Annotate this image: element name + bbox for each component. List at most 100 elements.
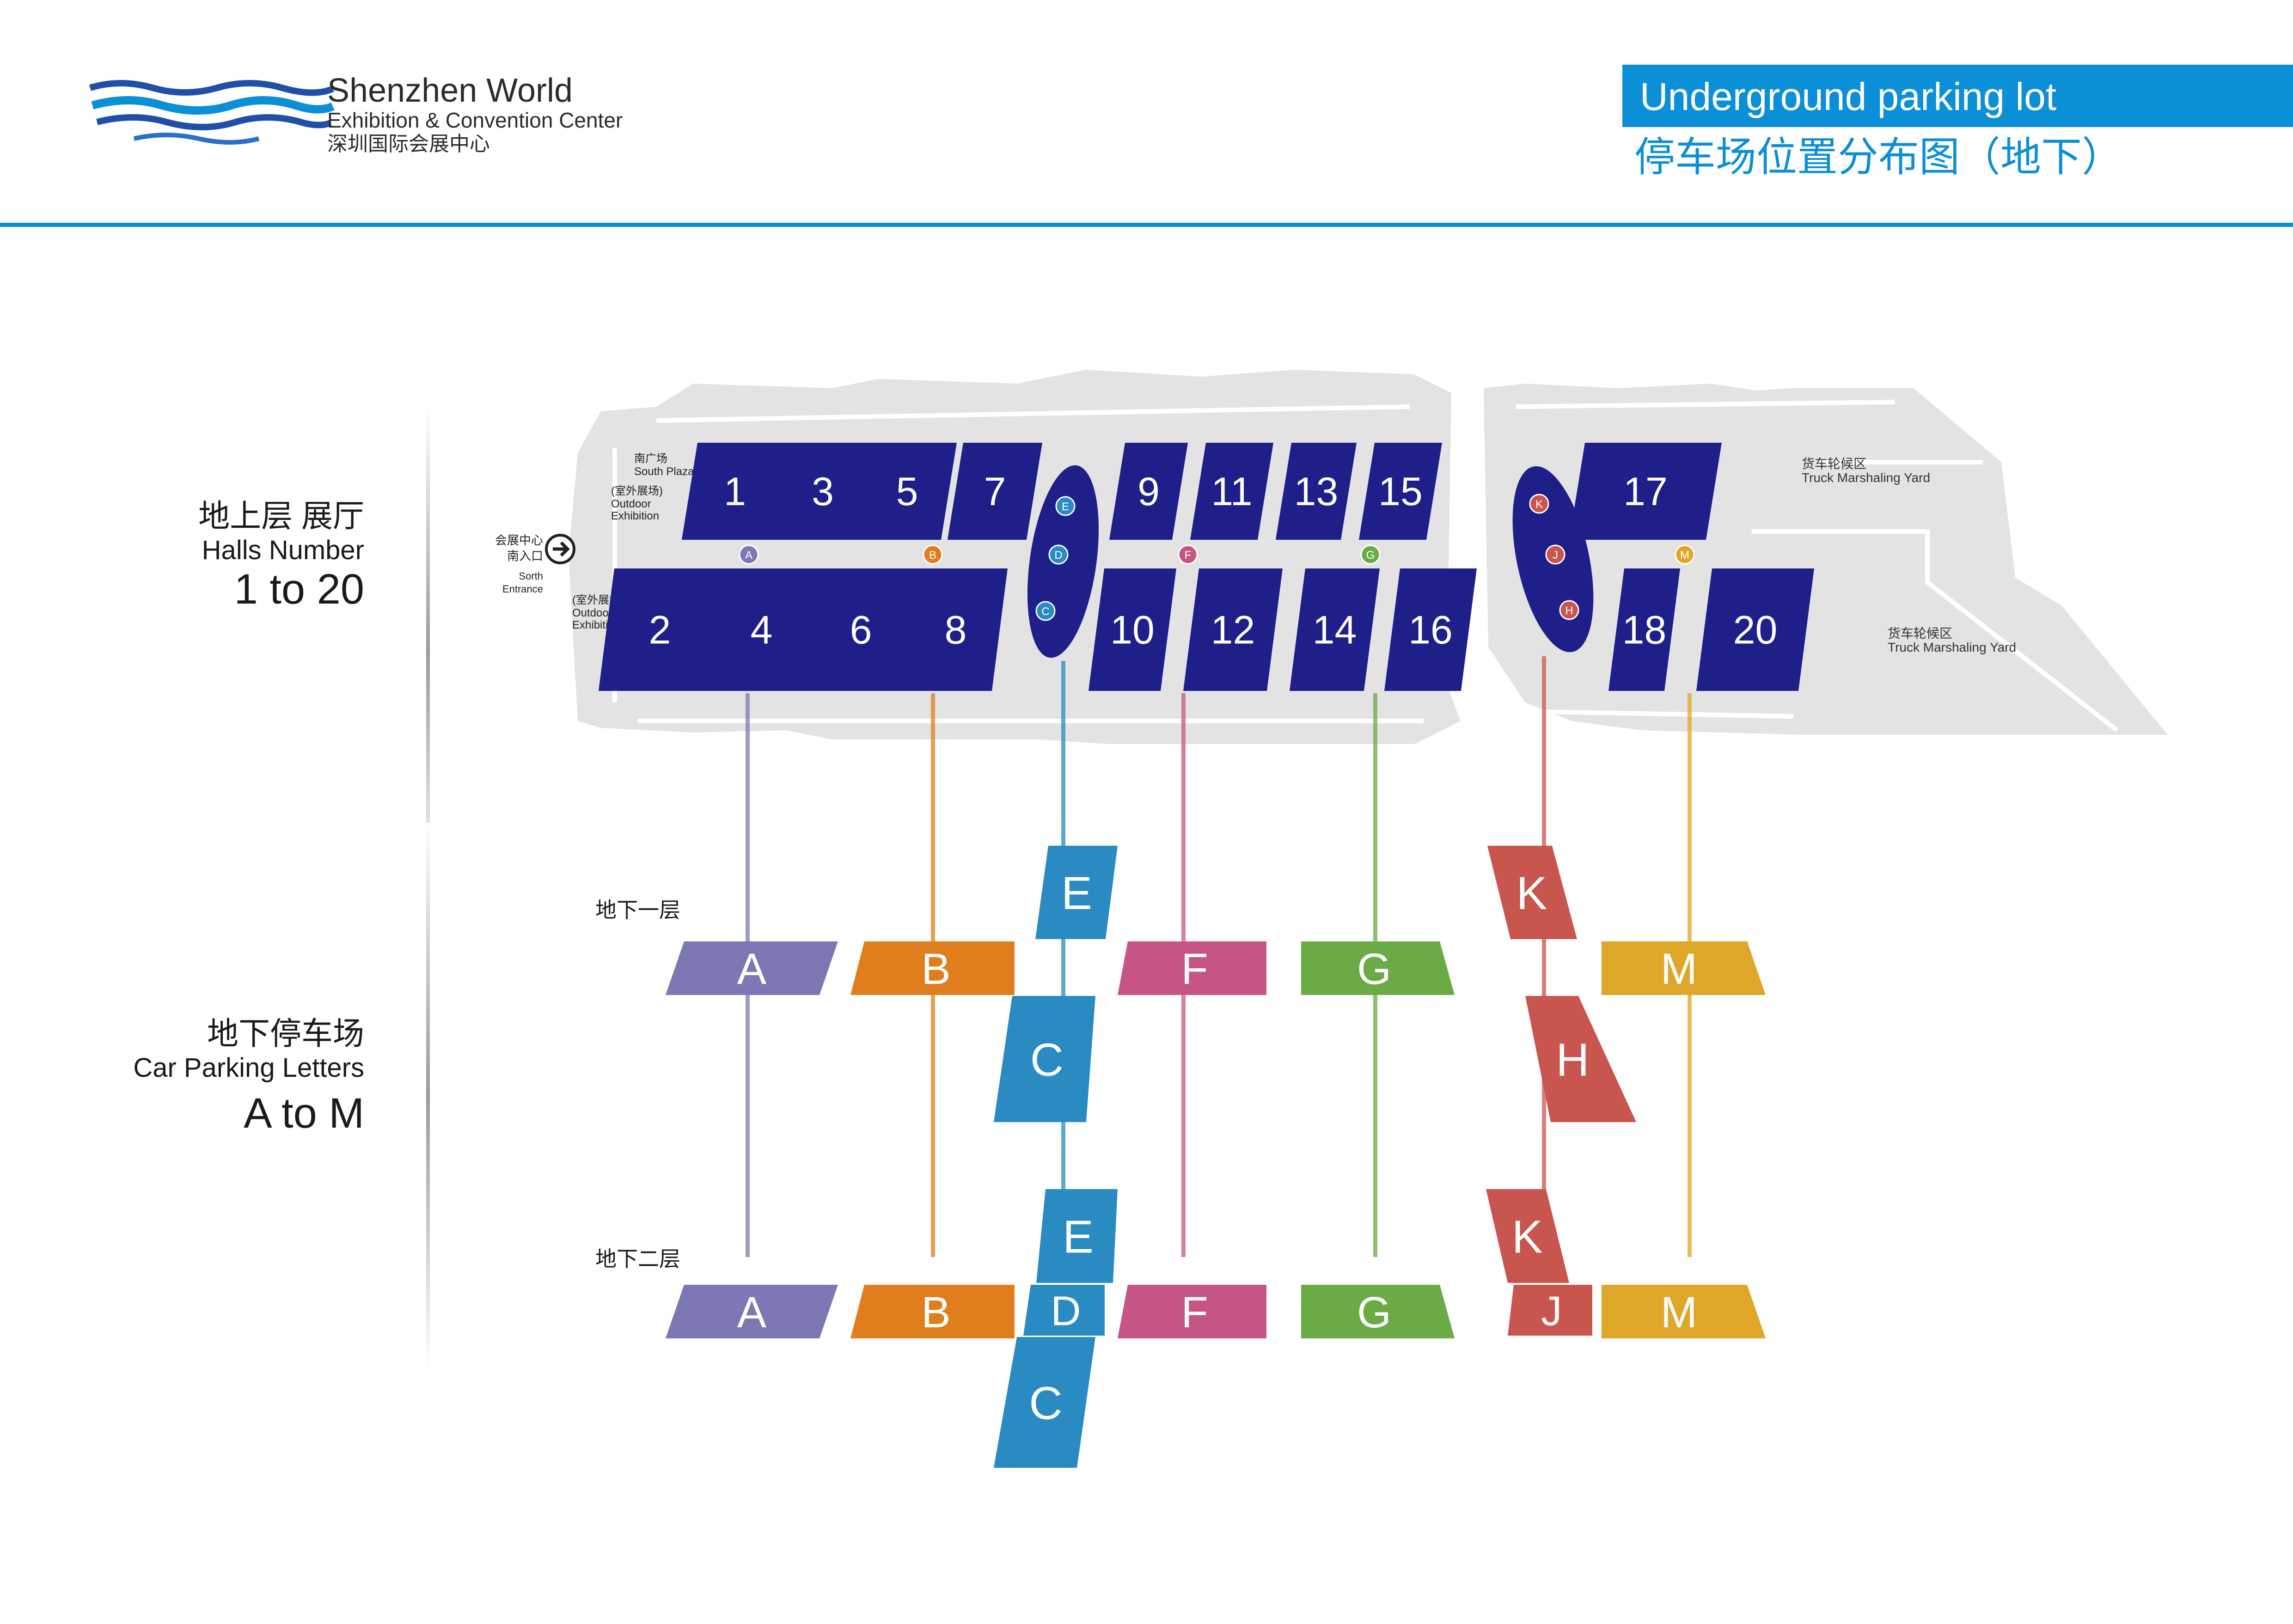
parking-zone-A-letter: A	[737, 945, 767, 994]
hall-16[interactable]: 16	[1384, 568, 1477, 691]
hall-18[interactable]: 18	[1608, 568, 1680, 691]
truck-yard-labels: 货车轮候区 Truck Marshaling Yard 货车轮候区 Truck …	[1802, 457, 2016, 654]
hall-10[interactable]: 10	[1088, 568, 1176, 691]
entrance-cn2: 南入口	[507, 549, 543, 563]
hall-20[interactable]: 20	[1696, 568, 1814, 691]
hall-4[interactable]: 4	[700, 568, 823, 691]
parking-zone-E-shape	[1036, 1189, 1118, 1283]
parking-zone-C-b2[interactable]: C	[994, 1337, 1095, 1468]
hall-12[interactable]: 12	[1183, 568, 1283, 691]
parking-zone-F-b1[interactable]: F	[1118, 941, 1266, 995]
parking-zone-M-letter: M	[1661, 945, 1697, 994]
hall-10-block	[1088, 568, 1176, 691]
parking-zone-B-letter: B	[921, 1288, 950, 1337]
hall-13-number: 13	[1294, 470, 1339, 514]
marker-E: E	[1055, 496, 1076, 516]
page-title-en: Underground parking lot	[1640, 75, 2056, 118]
hall-5[interactable]: 5	[857, 443, 957, 540]
parking-zone-E-letter: E	[1061, 867, 1092, 919]
hall-9[interactable]: 9	[1109, 443, 1188, 540]
parking-zone-B-b1[interactable]: B	[850, 941, 1015, 995]
parking-legend: 地下停车场 Car Parking Letters A to M	[133, 1016, 364, 1137]
wave-logo-icon	[89, 80, 335, 145]
parking-zone-M-b2[interactable]: M	[1602, 1285, 1766, 1338]
hall-1[interactable]: 1	[682, 443, 788, 540]
outdoor-top-en2: Exhibition	[611, 510, 659, 522]
hall-4-block	[700, 568, 823, 691]
hall-20-block	[1696, 568, 1814, 691]
parking-zone-C-letter: C	[1029, 1378, 1062, 1429]
parking-zone-G-shape	[1301, 1285, 1455, 1338]
parking-zone-J-b2[interactable]: J	[1508, 1285, 1592, 1336]
marker-H: H	[1559, 600, 1579, 620]
hall-17-block	[1569, 443, 1722, 540]
parking-zone-E-b2[interactable]: E	[1036, 1189, 1118, 1283]
parking-zone-M-letter: M	[1661, 1288, 1697, 1337]
svg-text:C: C	[1041, 605, 1049, 618]
hall-14[interactable]: 14	[1290, 568, 1380, 691]
parking-zone-G-b1[interactable]: G	[1301, 941, 1455, 995]
parking-zone-K-b1[interactable]: K	[1487, 846, 1577, 939]
hall-15[interactable]: 15	[1359, 443, 1442, 540]
hall-7-number: 7	[984, 470, 1006, 514]
hall-12-number: 12	[1211, 608, 1255, 653]
parking-zone-M-shape	[1602, 1285, 1766, 1338]
parking-zone-A-shape	[666, 941, 838, 995]
marker-J: J	[1545, 544, 1565, 565]
parking-zone-B-shape	[850, 941, 1015, 995]
halls-legend: 地上层 展厅 Halls Number 1 to 20	[198, 499, 364, 613]
outdoor-top-en1: Outdoor	[611, 498, 651, 510]
parking-zone-C-letter: C	[1030, 1034, 1064, 1086]
hall-13-block	[1276, 443, 1357, 540]
marker-G: G	[1360, 544, 1381, 565]
hall-5-block	[857, 443, 957, 540]
parking-zone-F-b2[interactable]: F	[1118, 1285, 1266, 1338]
hall-6[interactable]: 6	[802, 568, 920, 691]
hall-3-number: 3	[812, 470, 834, 514]
svg-text:E: E	[1062, 501, 1069, 513]
hall-8-block	[904, 568, 1008, 691]
parking-zone-E-letter: E	[1063, 1211, 1094, 1263]
parking-zone-A-b2[interactable]: A	[666, 1285, 838, 1338]
hall-8[interactable]: 8	[904, 568, 1008, 691]
parking-zone-A-b1[interactable]: A	[666, 941, 838, 995]
parking-zone-B-letter: B	[921, 945, 950, 994]
south-plaza-cn: 南广场	[634, 452, 667, 465]
hall-13[interactable]: 13	[1276, 443, 1357, 540]
parking-zone-B-b2[interactable]: B	[850, 1285, 1015, 1338]
parking-zone-D-b2[interactable]: D	[1023, 1285, 1105, 1336]
svg-text:D: D	[1054, 549, 1062, 562]
entrance-en1: Sorth	[519, 570, 543, 582]
parking-zone-C-b1[interactable]: C	[994, 996, 1095, 1122]
hall-11[interactable]: 11	[1190, 443, 1273, 540]
hall-9-number: 9	[1137, 470, 1160, 514]
parking-zone-K-b2[interactable]: K	[1486, 1189, 1569, 1283]
hall-7[interactable]: 7	[948, 443, 1042, 540]
hall-14-block	[1290, 568, 1380, 691]
halls-legend-cn: 地上层 展厅	[198, 499, 364, 534]
parking-zone-G-b2[interactable]: G	[1301, 1285, 1455, 1338]
parking-zone-A-shape	[666, 1285, 838, 1338]
svg-text:F: F	[1185, 549, 1192, 562]
hall-3[interactable]: 3	[770, 443, 876, 540]
parking-zone-F-letter: F	[1181, 1288, 1208, 1337]
parking-zone-E-b1[interactable]: E	[1035, 846, 1118, 939]
marker-F: F	[1178, 544, 1198, 565]
marker-A: A	[739, 544, 759, 565]
outdoor-bot-en1: Outdoor	[572, 607, 612, 619]
hall-18-block	[1608, 568, 1680, 691]
hall-11-number: 11	[1211, 470, 1252, 514]
truck-yard-1-cn: 货车轮候区	[1802, 457, 1866, 471]
hall-6-block	[802, 568, 920, 691]
marker-B: B	[923, 544, 943, 565]
hall-2-number: 2	[649, 608, 671, 653]
parking-zone-M-b1[interactable]: M	[1602, 941, 1766, 995]
parking-zone-F-letter: F	[1181, 945, 1208, 994]
hall-2[interactable]: 2	[599, 568, 721, 691]
hall-17[interactable]: 17	[1569, 443, 1722, 540]
truck-yard-2-cn: 货车轮候区	[1888, 626, 1952, 641]
parking-zone-H-b1[interactable]: H	[1525, 996, 1636, 1122]
svg-text:M: M	[1680, 549, 1689, 562]
